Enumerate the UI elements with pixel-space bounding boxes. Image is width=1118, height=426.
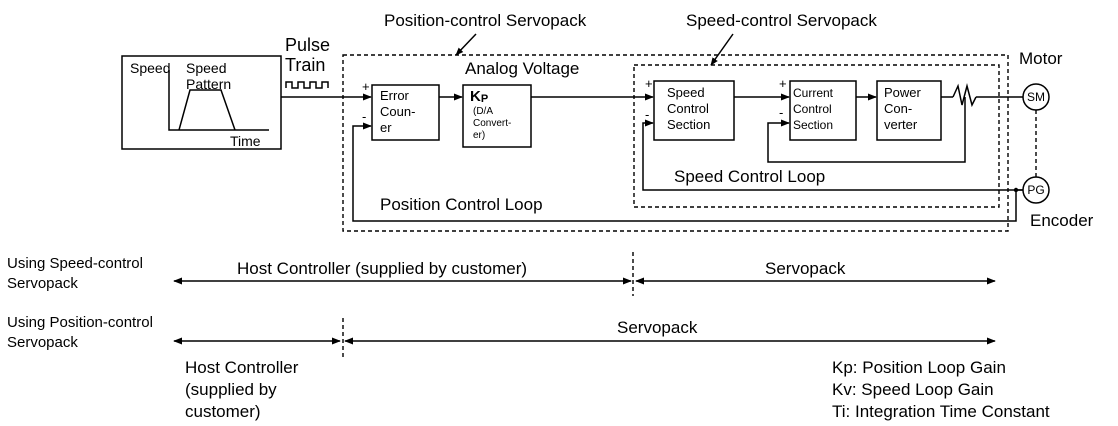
speed-pattern-label-1: Speed [186,60,226,76]
speed-control-minus-sign: - [645,107,649,122]
time-axis-label: Time [230,133,261,149]
current-control-label-3: Section [793,118,833,132]
current-control-section-block: Current Control Section [789,80,857,141]
kp-label: KP [470,88,488,105]
legend-kp: Kp: Position Loop Gain [832,358,1006,377]
analog-voltage-label: Analog Voltage [465,59,579,78]
power-converter-label-3: verter [884,117,918,132]
motor-label: Motor [1019,49,1063,68]
kp-da-converter-block: KP (D/A Convert- er) [462,84,532,148]
current-sensor-icon [952,83,977,108]
legend-kv: Kv: Speed Loop Gain [832,380,994,399]
speed-axis-label: Speed [130,60,170,76]
error-counter-label-3: er [380,120,392,135]
current-feedback-loop [767,97,966,163]
error-counter-minus-sign: - [362,109,366,124]
power-converter-block: Power Con- verter [876,80,942,141]
row-speed-label-1: Using Speed-control [7,255,143,272]
row-position-host-label-2: (supplied by [185,380,277,399]
position-servopack-title: Position-control Servopack [384,11,587,30]
legend-ti: Ti: Integration Time Constant [832,402,1050,421]
error-counter-plus-sign: + [362,79,370,94]
speed-pattern-label-2: Pattern [186,76,231,92]
encoder-label: Encoder [1030,211,1094,230]
row-position-host-label-1: Host Controller [185,358,299,377]
kp-label-er: er) [473,130,485,141]
encoder-symbol: PG [1027,183,1044,197]
encoder-pg-icon: PG [1022,176,1050,204]
current-control-plus-sign: + [779,76,787,91]
kp-label-convert: Convert- [473,118,511,129]
feedback-junction-dot [1013,187,1019,193]
row-position-label-2: Servopack [7,334,78,351]
row-speed-servopack-label: Servopack [765,259,846,278]
row-position-host-label-3: customer) [185,402,261,421]
current-control-label-2: Control [793,102,832,116]
speed-control-label-2: Control [667,101,709,116]
speed-control-label-1: Speed [667,85,705,100]
speed-servopack-enclosure [633,64,1000,208]
trapezoid-speed-pattern [178,89,236,131]
speed-feedback-loop [642,119,1023,191]
position-control-loop-label: Position Control Loop [380,195,543,214]
pulse-train-label-2: Train [285,55,325,75]
error-counter-label-1: Error [380,88,410,103]
row-speed-host-label: Host Controller (supplied by customer) [237,259,527,278]
speed-pattern-box: Speed Speed Pattern Time [121,55,282,150]
graph-axes [168,70,269,131]
speed-control-label-3: Section [667,117,710,132]
current-control-minus-sign: - [779,105,783,120]
error-counter-label-2: Coun- [380,104,415,119]
current-control-label-1: Current [793,86,834,100]
speed-servopack-pointer [710,33,734,66]
motor-symbol: SM [1027,90,1045,104]
row-position-servopack-label: Servopack [617,318,698,337]
power-converter-label-1: Power [884,85,922,100]
position-servopack-enclosure [342,54,1009,232]
error-counter-block: Error Coun- er [371,84,440,141]
pulse-train-icon [285,81,329,89]
kp-label-da: (D/A [473,106,493,117]
motor-sm-icon: SM [1022,83,1050,111]
row-speed-label-2: Servopack [7,275,78,292]
speed-servopack-title: Speed-control Servopack [686,11,877,30]
position-servopack-pointer [455,33,477,56]
row-position-label-1: Using Position-control [7,314,153,331]
speed-control-loop-label: Speed Control Loop [674,167,825,186]
speed-control-section-block: Speed Control Section [653,80,735,141]
pulse-train-label-1: Pulse [285,35,330,55]
speed-control-plus-sign: + [645,76,653,91]
power-converter-label-2: Con- [884,101,912,116]
